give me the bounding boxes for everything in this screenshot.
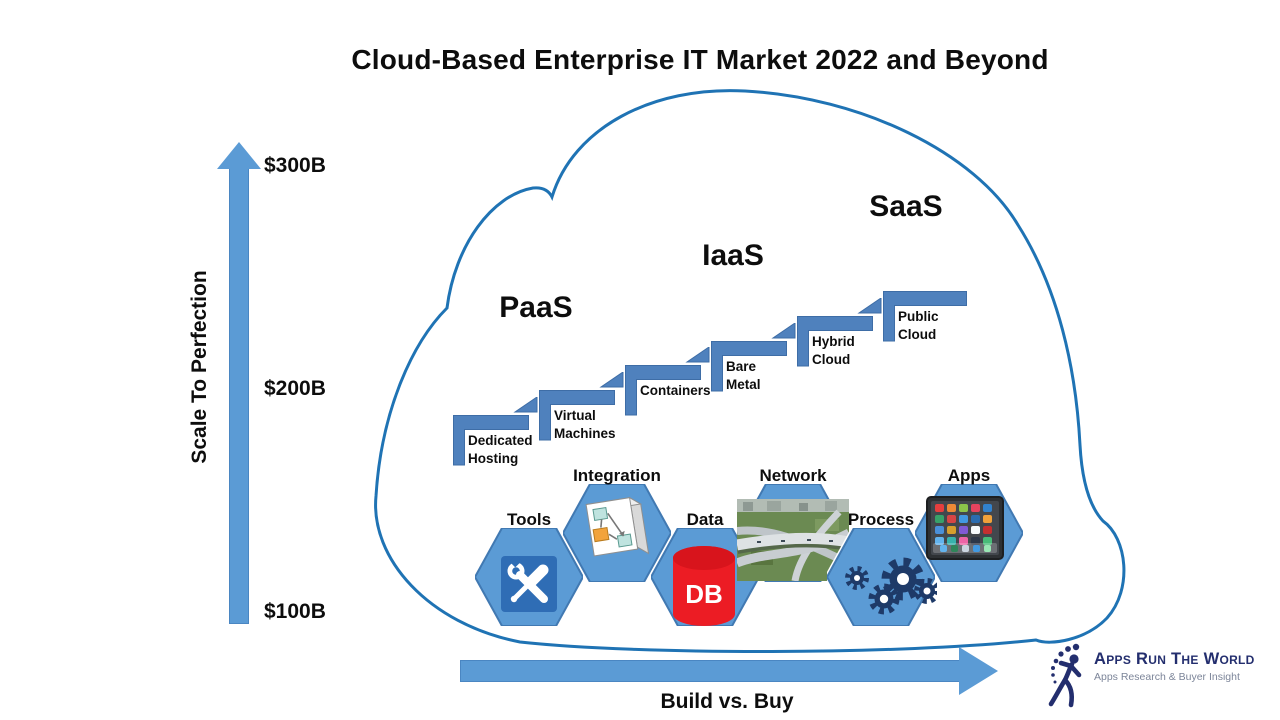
logo-name: Apps Run The World: [1094, 650, 1255, 668]
x-axis-arrow-shaft: [460, 660, 960, 682]
hexagon-apps: [915, 484, 1023, 582]
database-icon: DB: [673, 546, 735, 626]
step-arrow-icon: [539, 372, 624, 441]
step-arrow-icon: [625, 347, 710, 416]
step-containers: Containers: [625, 347, 715, 416]
logo-tagline: Apps Research & Buyer Insight: [1094, 671, 1240, 683]
step-label: Public Cloud: [898, 309, 939, 342]
y-tick-300b: $300B: [264, 154, 326, 177]
hexagon-data: DB: [651, 528, 759, 626]
step-arrow-icon: [711, 323, 796, 392]
step-label: Dedicated Hosting: [468, 433, 533, 466]
apps-tablet-icon: [926, 496, 1004, 560]
step-bare-metal: Bare Metal: [711, 323, 801, 392]
step-up-triangle-icon: [685, 347, 710, 363]
layer-label-iaas: IaaS: [702, 239, 764, 272]
x-axis-arrow-head-icon: [959, 647, 998, 695]
hexagon-network: [737, 484, 849, 582]
y-tick-100b: $100B: [264, 600, 326, 623]
step-virtual-machines: Virtual Machines: [539, 372, 629, 441]
y-tick-200b: $200B: [264, 377, 326, 400]
step-up-triangle-icon: [771, 323, 796, 339]
gears-icon: [845, 557, 937, 615]
step-up-triangle-icon: [599, 372, 624, 388]
y-axis-arrow-head-icon: [217, 142, 261, 169]
step-up-triangle-icon: [513, 397, 538, 413]
step-arrow-icon: [453, 397, 538, 466]
hexagon-label-network: Network: [759, 466, 827, 485]
hexagon-shape: [827, 528, 935, 626]
hexagon-label-apps: Apps: [947, 466, 991, 485]
y-axis-arrow-shaft: [229, 167, 249, 624]
step-label: Bare Metal: [726, 359, 761, 392]
hexagon-label-tools: Tools: [506, 510, 552, 529]
integration-icon: [585, 496, 650, 557]
y-axis-label: Scale To Perfection: [188, 270, 211, 464]
step-arrow-icon: [883, 291, 967, 342]
step-label: Containers: [640, 383, 711, 398]
layer-label-saas: SaaS: [869, 190, 943, 223]
step-arrow-icon: [797, 298, 882, 367]
db-label: DB: [685, 579, 723, 609]
hexagon-tools: [475, 528, 583, 626]
step-dedicated-hosting: Dedicated Hosting: [453, 397, 543, 466]
x-axis-label: Build vs. Buy: [660, 690, 794, 713]
hexagon-integration: [563, 484, 671, 582]
step-hybrid-cloud: Hybrid Cloud: [797, 298, 887, 367]
slide-title: Cloud-Based Enterprise IT Market 2022 an…: [351, 44, 1049, 75]
step-label: Virtual Machines: [554, 408, 616, 441]
step-up-triangle-icon: [857, 298, 882, 314]
hexagon-label-integration: Integration: [573, 466, 661, 485]
step-label: Hybrid Cloud: [812, 334, 855, 367]
hexagon-label-process: Process: [847, 510, 915, 529]
hexagon-process: [827, 528, 937, 626]
tools-icon: [501, 556, 557, 612]
apps-run-the-world-logo: Apps Run The World Apps Research & Buyer…: [1046, 642, 1274, 712]
runner-logo-icon: [1048, 643, 1082, 708]
network-photo: [737, 499, 849, 581]
layer-label-paas: PaaS: [499, 291, 573, 324]
step-public-cloud: Public Cloud: [883, 273, 973, 342]
hexagon-label-data: Data: [686, 510, 724, 529]
